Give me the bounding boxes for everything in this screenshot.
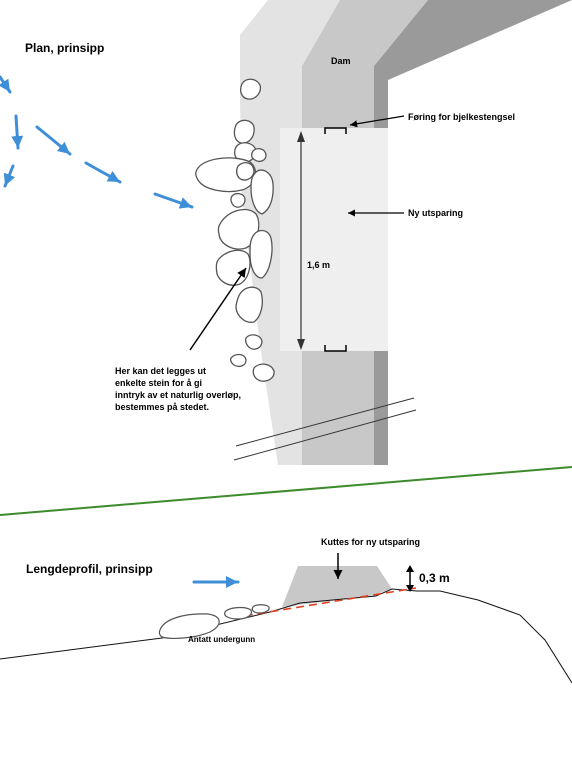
stone [240, 78, 262, 100]
utsparing-label: Ny utsparing [408, 208, 463, 218]
flow-arrow-icon [153, 192, 194, 209]
height-arrow-bottom-icon [406, 585, 414, 592]
stone [244, 334, 263, 350]
flow-arrows [0, 75, 194, 209]
stone [235, 286, 263, 323]
flow-arrow-icon [0, 75, 12, 94]
stones-profile [158, 604, 270, 639]
stone [235, 161, 255, 181]
bjelke-guide-bottom [324, 345, 347, 352]
stone [217, 208, 260, 250]
stone-note-line: Her kan det legges ut [115, 366, 206, 376]
stone-note: Her kan det legges ut enkelte stein for … [115, 366, 241, 412]
stone-note-leader-arrow [189, 267, 247, 351]
dam-structure [240, 0, 572, 465]
road-line-2 [233, 409, 417, 461]
stone-note-line: bestemmes på stedet. [115, 402, 209, 412]
stone-note-line: inntryk av et naturlig overløp, [115, 390, 241, 400]
stone [233, 119, 255, 144]
stone-note-line: enkelte stein for å gi [115, 378, 202, 388]
height-arrow-top-icon [406, 565, 414, 572]
stone [249, 229, 273, 279]
dam-crest-diagonal [302, 0, 428, 66]
height-label: 0,3 m [419, 571, 450, 585]
bjelke-guide-top [324, 127, 347, 134]
dam-shadow-band [374, 0, 572, 465]
stone [251, 148, 267, 162]
flow-arrow-icon [11, 114, 24, 150]
stone [252, 363, 275, 382]
road-line-1 [235, 397, 415, 447]
section-divider [0, 466, 572, 516]
dimension-arrow-bottom-icon [297, 339, 305, 350]
stone [224, 606, 252, 620]
flow-arrow-icon [84, 161, 122, 184]
bjelke-label: Føring for bjelkestengsel [408, 112, 515, 122]
stone [251, 604, 270, 614]
dimension-arrow-top-icon [297, 131, 305, 142]
stone [250, 169, 274, 215]
stone [215, 249, 251, 286]
ground-label: Antatt undergunn [188, 635, 255, 644]
plan-title: Plan, prinsipp [25, 41, 104, 55]
flow-arrow-icon [35, 125, 72, 156]
stone [234, 142, 257, 163]
stone [229, 353, 247, 367]
cut-label: Kuttes for ny utsparing [321, 537, 420, 547]
dam-downstream-area [388, 0, 572, 80]
cut-area [282, 566, 392, 607]
new-notch [280, 128, 388, 351]
profile-title: Lengdeprofil, prinsipp [26, 562, 153, 576]
flow-arrow-icon [3, 164, 16, 188]
bjelke-leader-arrow [349, 115, 405, 128]
stone [230, 192, 246, 208]
width-label: 1,6 m [307, 260, 330, 270]
dam-label: Dam [331, 56, 351, 66]
stone [158, 613, 220, 639]
